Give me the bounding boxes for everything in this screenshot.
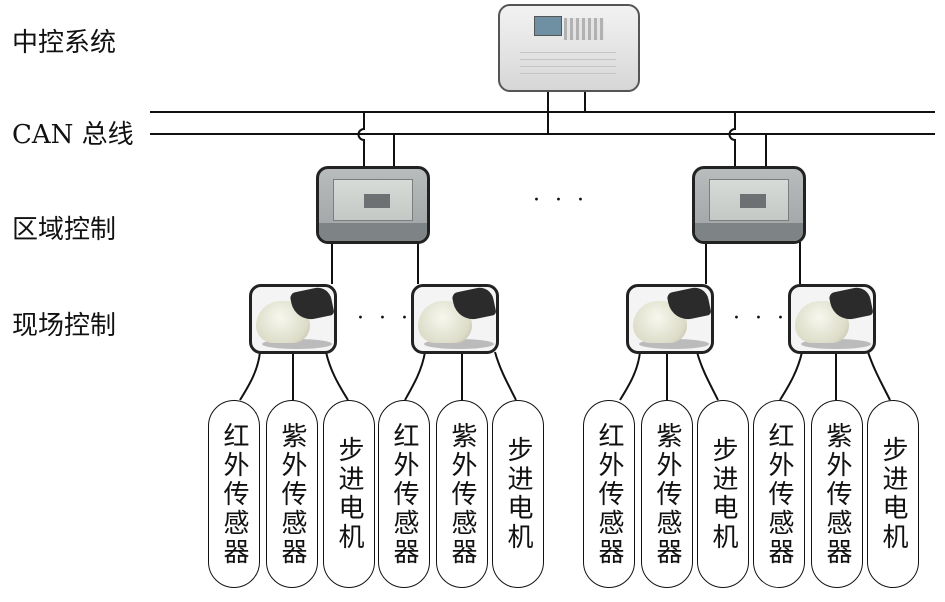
sensor-node: 红外传感器	[208, 400, 260, 588]
field-ellipsis-left: · · ·	[357, 306, 412, 331]
zone-control-label: 区域控制	[12, 215, 117, 245]
field3-sensor3-wire	[696, 351, 719, 401]
field1-sensor1-wire	[239, 351, 261, 401]
sensor-node: 紫外传感器	[436, 400, 488, 588]
sensor-node: 步进电机	[867, 400, 919, 588]
sensor-node: 紫外传感器	[266, 400, 318, 588]
field3-sensor1-wire	[619, 351, 641, 401]
can-bus-label: CAN 总线	[12, 120, 134, 150]
zone-left-wire-a	[357, 112, 365, 166]
sensor-node: 红外传感器	[753, 400, 805, 588]
zone-controller-image-left	[316, 166, 430, 244]
sensor-node: 步进电机	[492, 400, 544, 588]
sensor-node: 红外传感器	[378, 400, 430, 588]
field1-sensor3-wire	[325, 351, 349, 401]
field2-sensor1-wire	[404, 351, 426, 401]
sensor-node: 紫外传感器	[811, 400, 863, 588]
sensor-label: 步进电机	[878, 436, 908, 552]
sensor-label: 步进电机	[708, 436, 738, 552]
sensor-label: 紫外传感器	[652, 421, 682, 567]
sensor-label: 步进电机	[503, 436, 533, 552]
field-controller-image-3	[626, 284, 714, 354]
sensor-node: 步进电机	[697, 400, 749, 588]
zone-right-wire-a	[728, 112, 736, 166]
sensor-label: 红外传感器	[389, 421, 419, 567]
field-controller-image-1	[249, 284, 337, 354]
sensor-node: 步进电机	[323, 400, 375, 588]
sensor-node: 红外传感器	[583, 400, 635, 588]
sensor-label: 紫外传感器	[822, 421, 852, 567]
field4-sensor1-wire	[779, 351, 803, 401]
sensor-label: 紫外传感器	[277, 421, 307, 567]
field4-sensor3-wire	[867, 351, 891, 401]
sensor-node: 紫外传感器	[641, 400, 693, 588]
zone-ellipsis: · · ·	[533, 188, 588, 213]
zone-controller-image-right	[692, 166, 806, 244]
field-controller-image-2	[411, 284, 499, 354]
sensor-label: 红外传感器	[594, 421, 624, 567]
sensor-label: 红外传感器	[764, 421, 794, 567]
field-controller-image-4	[788, 284, 876, 354]
field2-sensor3-wire	[494, 351, 517, 401]
central-system-label: 中控系统	[12, 28, 117, 58]
sensor-label: 紫外传感器	[447, 421, 477, 567]
field-ellipsis-right: · · ·	[733, 306, 788, 331]
central-control-unit-image	[498, 4, 640, 92]
sensor-label: 步进电机	[334, 436, 364, 552]
field-control-label: 现场控制	[12, 311, 117, 341]
sensor-label: 红外传感器	[219, 421, 249, 567]
